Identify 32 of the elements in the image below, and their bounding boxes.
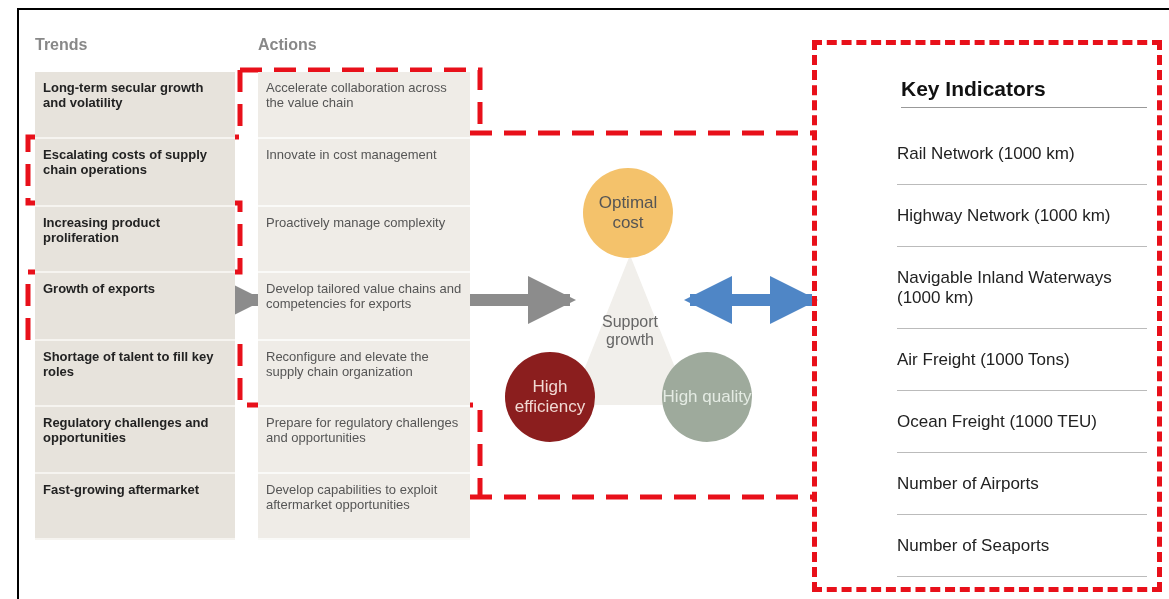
trend-box: Shortage of talent to fill key roles	[35, 341, 235, 407]
action-box: Develop capabilities to exploit aftermarket opportunities	[258, 474, 470, 540]
action-box: Reconfigure and elevate the supply chain organization	[258, 341, 470, 407]
goal-circle: Optimal cost	[583, 168, 673, 258]
trend-box: Fast-growing aftermarket	[35, 474, 235, 540]
action-box: Prepare for regulatory challenges and opportunities	[258, 407, 470, 474]
trend-box: Regulatory challenges and opportunities	[35, 407, 235, 474]
goal-circle: High efficiency	[505, 352, 595, 442]
connector-line	[470, 130, 812, 136]
trend-box: Growth of exports	[35, 273, 235, 341]
center-label: Support growth	[600, 313, 659, 349]
indicator-row: Rail Network (1000 km)	[897, 123, 1147, 185]
indicator-row: Number of Seaports	[897, 515, 1147, 577]
trend-box: Long-term secular growth and volatility	[35, 72, 235, 139]
indicator-row: Air Freight (1000 Tons)	[897, 329, 1147, 391]
action-box: Accelerate collaboration across the value chain	[258, 72, 470, 139]
action-box: Innovate in cost management	[258, 139, 470, 207]
goal-circle: High quality	[662, 352, 752, 442]
indicator-row: Ocean Freight (1000 TEU)	[897, 391, 1147, 453]
indicator-row: Number of Airports	[897, 453, 1147, 515]
panel-heading: Key Indicators	[901, 77, 1147, 108]
column-heading: Trends	[35, 36, 88, 54]
action-box: Develop tailored value chains and competencies for exports	[258, 273, 470, 341]
arrow	[470, 276, 576, 324]
action-box: Proactively manage complexity	[258, 207, 470, 273]
trend-box: Escalating costs of supply chain operations	[35, 139, 235, 207]
column-heading: Actions	[258, 36, 317, 54]
trend-box: Increasing product proliferation	[35, 207, 235, 273]
indicator-row: Navigable Inland Waterways (1000 km)	[897, 247, 1147, 329]
indicator-panel	[812, 40, 1162, 592]
connector-line	[470, 494, 812, 500]
indicator-row: Highway Network (1000 km)	[897, 185, 1147, 247]
